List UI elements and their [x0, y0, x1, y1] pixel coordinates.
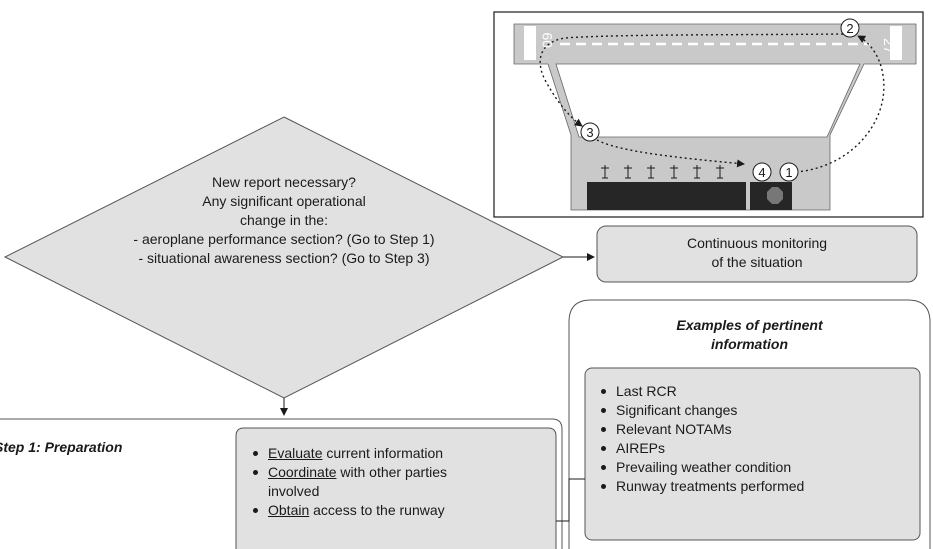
- apron-building: [587, 182, 746, 210]
- examples-list-box: [584, 367, 921, 541]
- examples-title: Examples of pertinent information: [569, 316, 930, 354]
- decision-line-1: New report necessary?: [212, 174, 356, 190]
- marker-4-circle: [752, 162, 772, 182]
- action-verb: Coordinate: [268, 464, 337, 480]
- list-item: Relevant NOTAMs: [598, 420, 804, 439]
- list-item: Significant changes: [598, 401, 804, 420]
- marker-2-circle: [840, 18, 860, 38]
- step1-container: [0, 418, 563, 549]
- list-item: Last RCR: [598, 382, 804, 401]
- list-item: Evaluate current information: [250, 444, 447, 463]
- monitoring-line-2: of the situation: [711, 254, 803, 270]
- marker-3: 3: [586, 125, 593, 140]
- airfield-schematic: 09 27 1 2 3 4: [493, 11, 924, 218]
- monitoring-text: Continuous monitoring of the situation: [597, 234, 917, 272]
- infield: [555, 63, 861, 138]
- monitoring-line-1: Continuous monitoring: [686, 235, 828, 251]
- examples-list: Last RCR Significant changes Relevant NO…: [598, 382, 804, 496]
- step1-actions-box: [235, 427, 557, 549]
- decision-line-4: - aeroplane performance section? (Go to …: [133, 231, 435, 247]
- decision-line-3: change in the:: [240, 212, 328, 228]
- examples-title-line-1: Examples of pertinent: [676, 317, 823, 333]
- action-text: with other parties: [336, 464, 447, 480]
- route-segment-3-4: [596, 139, 745, 168]
- marker-3-circle: [580, 122, 600, 142]
- threshold-right: [890, 26, 902, 60]
- list-item: AIREPs: [598, 439, 804, 458]
- list-item: Coordinate with other parties: [250, 463, 447, 482]
- action-verb: Obtain: [268, 502, 310, 518]
- list-item: Prevailing weather condition: [598, 458, 804, 477]
- decision-line-2: Any significant operational: [202, 193, 366, 209]
- marker-4: 4: [758, 165, 765, 180]
- step1-actions-list: Evaluate current information Coordinate …: [250, 444, 447, 520]
- decision-text: New report necessary? Any significant op…: [90, 173, 478, 268]
- stop-sign-icon: [767, 187, 783, 204]
- route-segment-2-3: [539, 33, 844, 127]
- examples-title-line-2: information: [711, 336, 788, 352]
- list-item: Obtain access to the runway: [250, 501, 447, 520]
- action-text: involved: [268, 483, 320, 499]
- route-segment-1-2: [795, 35, 885, 173]
- runway-designator-left: 09: [539, 32, 555, 48]
- action-text: current information: [322, 445, 444, 461]
- aircraft-stands: [601, 165, 724, 179]
- list-item: Runway treatments performed: [598, 477, 804, 496]
- decision-line-5: - situational awareness section? (Go to …: [138, 250, 430, 266]
- marker-2: 2: [846, 21, 853, 36]
- marker-1-circle: [779, 162, 799, 182]
- step1-title: Step 1: Preparation: [0, 439, 123, 455]
- action-verb: Evaluate: [268, 445, 323, 461]
- connector-step1-examples: [556, 478, 585, 522]
- runway-designator-right: 27: [881, 38, 897, 54]
- monitoring-box: [596, 225, 918, 283]
- marker-1: 1: [785, 165, 792, 180]
- action-text: access to the runway: [309, 502, 445, 518]
- list-item-continuation: involved: [250, 482, 447, 501]
- threshold-left: [524, 26, 536, 60]
